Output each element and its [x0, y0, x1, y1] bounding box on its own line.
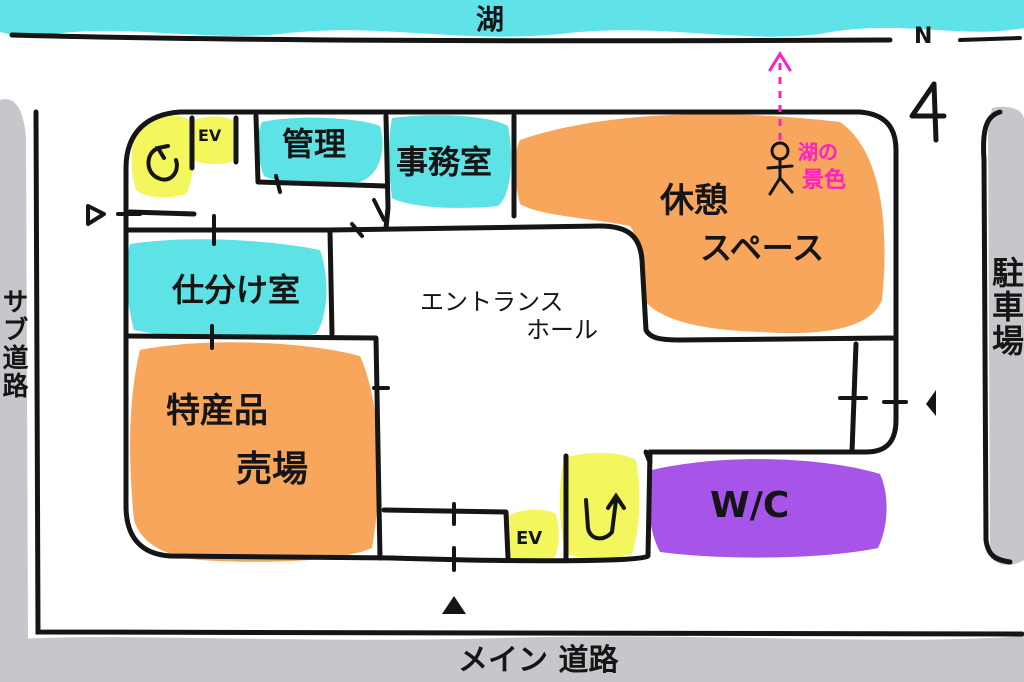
- door-marks: [116, 174, 908, 572]
- north-label: N: [914, 24, 933, 49]
- lake-view-label-2: 景色: [802, 168, 847, 193]
- sub-road: [0, 99, 28, 663]
- north-arrow: [909, 81, 947, 143]
- main-road: [0, 636, 1024, 682]
- ev-bottom-label: EV: [516, 528, 543, 549]
- management-label: 管理: [282, 125, 347, 163]
- rest-space-label-2: スペース: [700, 229, 825, 267]
- lake-shoreline-right: [958, 36, 1022, 42]
- office-fill: [389, 115, 512, 208]
- stairs-icon-top: [146, 144, 179, 182]
- site-left-line: [33, 109, 1024, 637]
- view-arrowhead: [768, 51, 792, 72]
- person-icon: [766, 141, 794, 196]
- lake-label: 湖: [476, 3, 505, 36]
- parking-label: 駐車場: [987, 256, 1024, 358]
- parking-area: [988, 106, 1024, 565]
- sorting-room-label: 仕分け室: [172, 271, 301, 309]
- main-road-label: メイン 道路: [458, 643, 619, 678]
- entrance-hall-label-2: ホール: [526, 316, 598, 344]
- stairs-icon-bottom: [584, 492, 626, 541]
- lake-shoreline: [9, 32, 893, 44]
- entrance-arrow-south: [442, 596, 466, 614]
- entrance-hall-label-1: エントランス: [420, 288, 564, 316]
- souvenir-label-2: 売場: [236, 449, 309, 490]
- ev-top-label: EV: [198, 126, 222, 145]
- sorting-fill: [126, 239, 327, 339]
- souvenir-fill: [130, 342, 379, 562]
- wc-fill: [648, 459, 887, 558]
- rest-space-fill: [514, 114, 885, 334]
- management-fill: [257, 117, 383, 184]
- parking-left-line: [981, 109, 1013, 565]
- ev-top-fill: [191, 116, 239, 165]
- lake-view-label-1: 湖の: [798, 140, 838, 164]
- entrance-arrow-west: [86, 204, 106, 226]
- office-label: 事務室: [396, 143, 493, 181]
- stairs-bottom-fill: [559, 452, 640, 559]
- ev-bottom-fill: [505, 509, 559, 561]
- entrance-arrow-east: [926, 390, 936, 416]
- rest-space-label-1: 休憩: [660, 181, 728, 221]
- lake-water: [0, 0, 1024, 37]
- souvenir-label-1: 特産品: [166, 391, 268, 431]
- sub-road-label: サブ道路: [0, 288, 28, 400]
- wc-label: W/C: [710, 485, 790, 526]
